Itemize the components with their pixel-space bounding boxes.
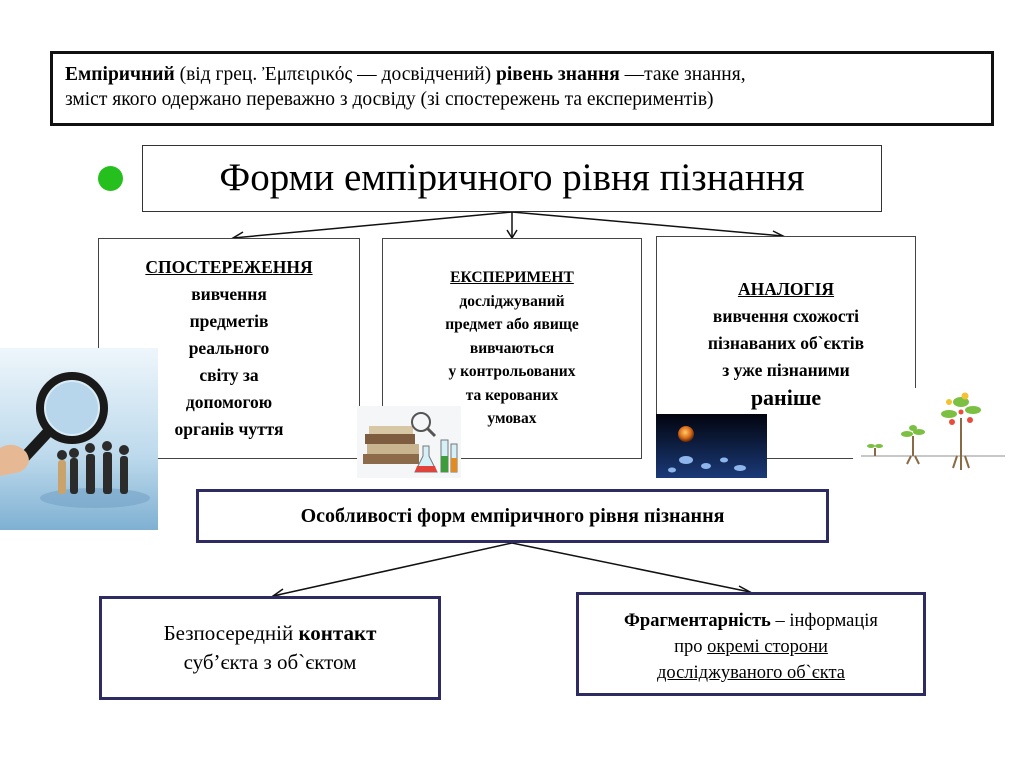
arrow-to-observation [232, 211, 513, 239]
arrow-to-contact [272, 542, 513, 597]
features-title: Особливості форм емпіричного рівня пізна… [196, 489, 829, 543]
planet-drops-image [656, 414, 767, 478]
form-heading: АНАЛОГІЯ [737, 279, 835, 299]
feature-box-contact: Безпосередній контакт суб’єкта з об`єкто… [99, 596, 441, 700]
arrow-to-fragmentarity [511, 542, 751, 593]
definition-line-2: зміст якого одержано переважно з досвіду… [65, 89, 714, 110]
arrow-to-analogy [511, 211, 784, 237]
feature-fragment-line-1: Фрагментарність – інформація [624, 611, 878, 631]
growing-plants-image [853, 388, 1013, 480]
diagram-title: Форми емпіричного рівня пізнання [142, 145, 882, 212]
definition-line-1: Емпіричний (від грец. Ἐμπειρικός — досві… [65, 64, 746, 85]
feature-contact-line-1: Безпосередній контакт [163, 621, 377, 645]
form-box-observation: СПОСТЕРЕЖЕННЯ вивчення предметів реально… [98, 238, 360, 459]
form-heading: СПОСТЕРЕЖЕННЯ [145, 257, 313, 277]
magnifier-people-image [0, 348, 158, 530]
books-flask-image [357, 406, 461, 478]
feature-box-fragmentarity: Фрагментарність – інформація про окремі … [576, 592, 926, 696]
bullet-icon [98, 166, 123, 191]
form-heading: ЕКСПЕРИМЕНТ [450, 269, 574, 286]
feature-fragment-line-2: про окремі сторони [674, 637, 828, 657]
feature-contact-line-2: суб’єкта з об`єктом [183, 650, 357, 674]
feature-fragment-line-3: досліджуваного об`єкта [656, 663, 846, 683]
definition-box: Емпіричний (від грец. Ἐμπειρικός — досві… [50, 51, 994, 126]
